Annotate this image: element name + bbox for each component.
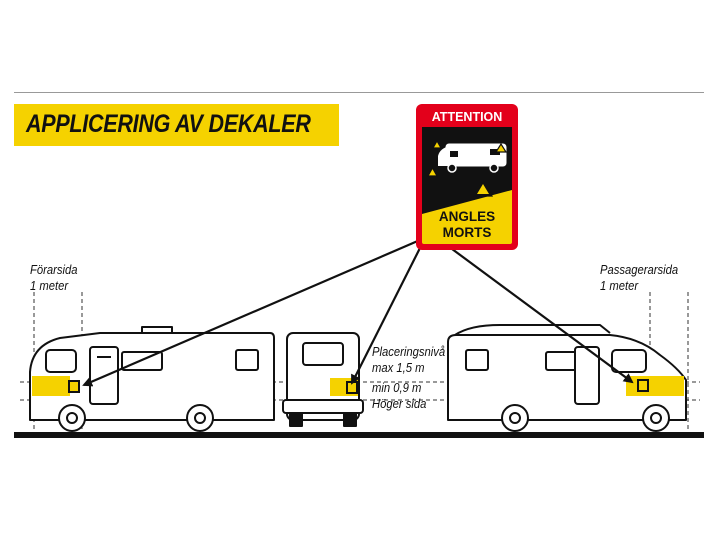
right-camper-roof-rail xyxy=(454,324,611,336)
top-border-line xyxy=(14,92,704,93)
rear-camper-bumper xyxy=(282,399,364,414)
driver-side-label: Förarsida xyxy=(30,263,78,277)
sticker-line1: ANGLES xyxy=(439,209,495,224)
title-banner xyxy=(14,104,339,146)
mini-sticker-left xyxy=(68,380,80,393)
mini-sticker-right xyxy=(637,379,649,392)
right-side-label: Höger sida xyxy=(372,397,427,411)
driver-distance-label: 1 meter xyxy=(30,279,69,293)
arrow-to-left xyxy=(82,238,421,387)
page-title: APPLICERING AV DEKALER xyxy=(26,110,311,138)
min-height-label: min 0,9 m xyxy=(372,381,422,395)
sticker-line2: MORTS xyxy=(443,225,492,240)
left-camper xyxy=(29,326,275,421)
ground-line xyxy=(14,432,704,438)
arrow-to-rear xyxy=(351,247,421,385)
right-yellow-band xyxy=(626,376,684,396)
arrows xyxy=(82,238,634,387)
rear-camper-window xyxy=(302,342,344,366)
left-camper-roofbox xyxy=(141,326,173,334)
left-yellow-band xyxy=(32,376,70,396)
warning-triangle-icon xyxy=(426,139,508,197)
rear-camper-wheel-right xyxy=(343,412,357,427)
sticker-camper-icon xyxy=(438,143,507,173)
right-camper xyxy=(447,324,687,421)
max-height-label: max 1,5 m xyxy=(372,361,425,375)
right-camper-window-cab xyxy=(611,349,647,373)
right-camper-door xyxy=(574,346,600,405)
right-camper-window1 xyxy=(465,349,489,371)
rear-camper-wheel-left xyxy=(289,412,303,427)
arrow-to-right xyxy=(447,245,634,384)
passenger-distance-label: 1 meter xyxy=(600,279,639,293)
angles-morts-sticker: ATTENTION ANGLES MORTS xyxy=(416,104,518,250)
left-camper-window2 xyxy=(235,349,259,371)
sticker-header: ATTENTION xyxy=(432,110,503,124)
passenger-side-label: Passagerarsida xyxy=(600,263,679,277)
right-camper-wheels xyxy=(501,404,670,432)
left-camper-window-cab xyxy=(45,349,77,373)
placement-level-label: Placeringsnivå xyxy=(372,345,446,359)
rear-camper xyxy=(282,332,364,427)
left-camper-wheels xyxy=(58,404,214,432)
